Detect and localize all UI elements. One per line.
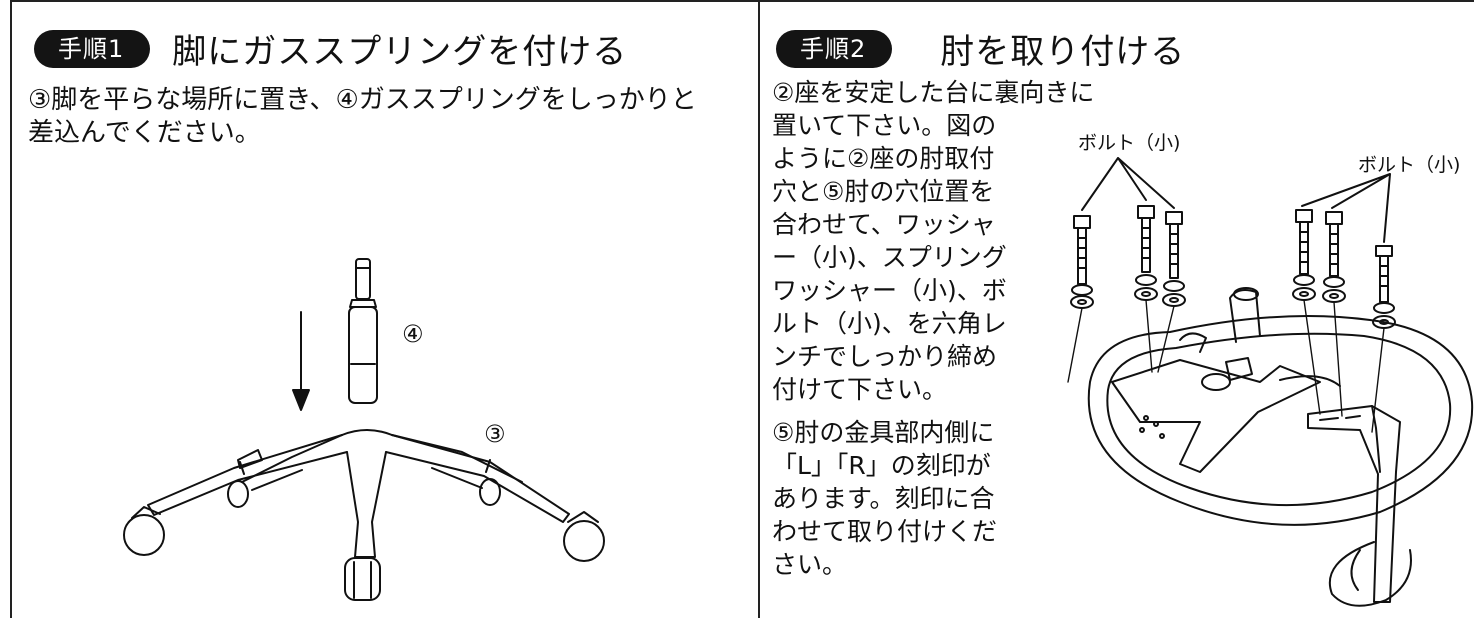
bolt-label-left: ボルト（小): [1078, 132, 1181, 154]
step2-badge: 手順2: [776, 29, 893, 68]
step1-panel: 手順1 脚にガススプリングを付ける ③脚を平らな場所に置き、④ガススプリングをし…: [10, 0, 758, 618]
step1-instruction-line: ③脚を平らな場所に置き、④ガススプリングをしっかりと: [28, 85, 697, 115]
seat-arm-illustration: [1067, 157, 1474, 607]
armrest-icon: [1307, 405, 1412, 607]
step1-instruction-line: 差込んでください。: [28, 118, 261, 148]
step1-instruction: ③脚を平らな場所に置き、④ガススプリングをしっかりと 差込んでください。: [28, 84, 697, 150]
step2-title: 肘を取り付ける: [940, 32, 1186, 72]
down-arrow-icon: [292, 311, 310, 411]
step2-note-line: さい。: [772, 550, 848, 579]
step2-instruction: ②座を安定した台に裏向きに 置いて下さい。図の ように②座の肘取付 穴と⑤肘の穴…: [772, 76, 1094, 406]
step2-note-line: 「L」「R」の刻印が: [772, 451, 991, 480]
seat-underside-icon: [1087, 287, 1474, 526]
step2-note-line: あります。刻印に合: [772, 484, 995, 513]
step2-instruction-line: ルト（小)、を六角レ: [772, 309, 1007, 338]
chair-base-illustration: [123, 258, 605, 601]
step1-badge: 手順1: [34, 29, 151, 68]
base-callout: ③: [484, 420, 506, 448]
step2-instruction-line: ように②座の肘取付: [772, 144, 995, 173]
step1-header: 手順1 脚にガススプリングを付ける: [34, 24, 627, 73]
bolt-label-right: ボルト（小): [1358, 154, 1461, 176]
step2-note-line: わせて取り付けくだ: [772, 517, 998, 546]
step2-header: 手順2 肘を取り付ける: [776, 24, 1185, 73]
gas-spring-icon: [348, 258, 378, 404]
step2-instruction-line: ワッシャー（小)、ボ: [772, 276, 1007, 305]
chair-base-icon: [123, 429, 605, 601]
step2-note: ⑤肘の金具部内側に 「L」「R」の刻印が あります。刻印に合 わせて取り付けくだ…: [772, 416, 997, 581]
step2-instruction-line: 穴と⑤肘の穴位置を: [772, 177, 995, 206]
step1-title: 脚にガススプリングを付ける: [172, 32, 628, 72]
step2-instruction-line: 付けて下さい。: [772, 375, 948, 404]
step2-instruction-line: ②座を安定した台に裏向きに: [772, 78, 1095, 107]
gas-spring-callout: ④: [402, 320, 424, 348]
step2-instruction-line: ー（小)、スプリング: [772, 243, 1007, 272]
step2-instruction-line: 合わせて、ワッシャ: [772, 210, 996, 239]
step2-instruction-line: ンチでしっかり締め: [772, 342, 998, 371]
bolt-icon: [1073, 205, 1183, 285]
step2-note-line: ⑤肘の金具部内側に: [772, 418, 995, 447]
bolt-leader-lines: [1081, 157, 1391, 243]
step2-panel: 手順2 肘を取り付ける ②座を安定した台に裏向きに 置いて下さい。図の ように②…: [758, 0, 1474, 618]
step2-instruction-line: 置いて下さい。図の: [772, 111, 997, 140]
